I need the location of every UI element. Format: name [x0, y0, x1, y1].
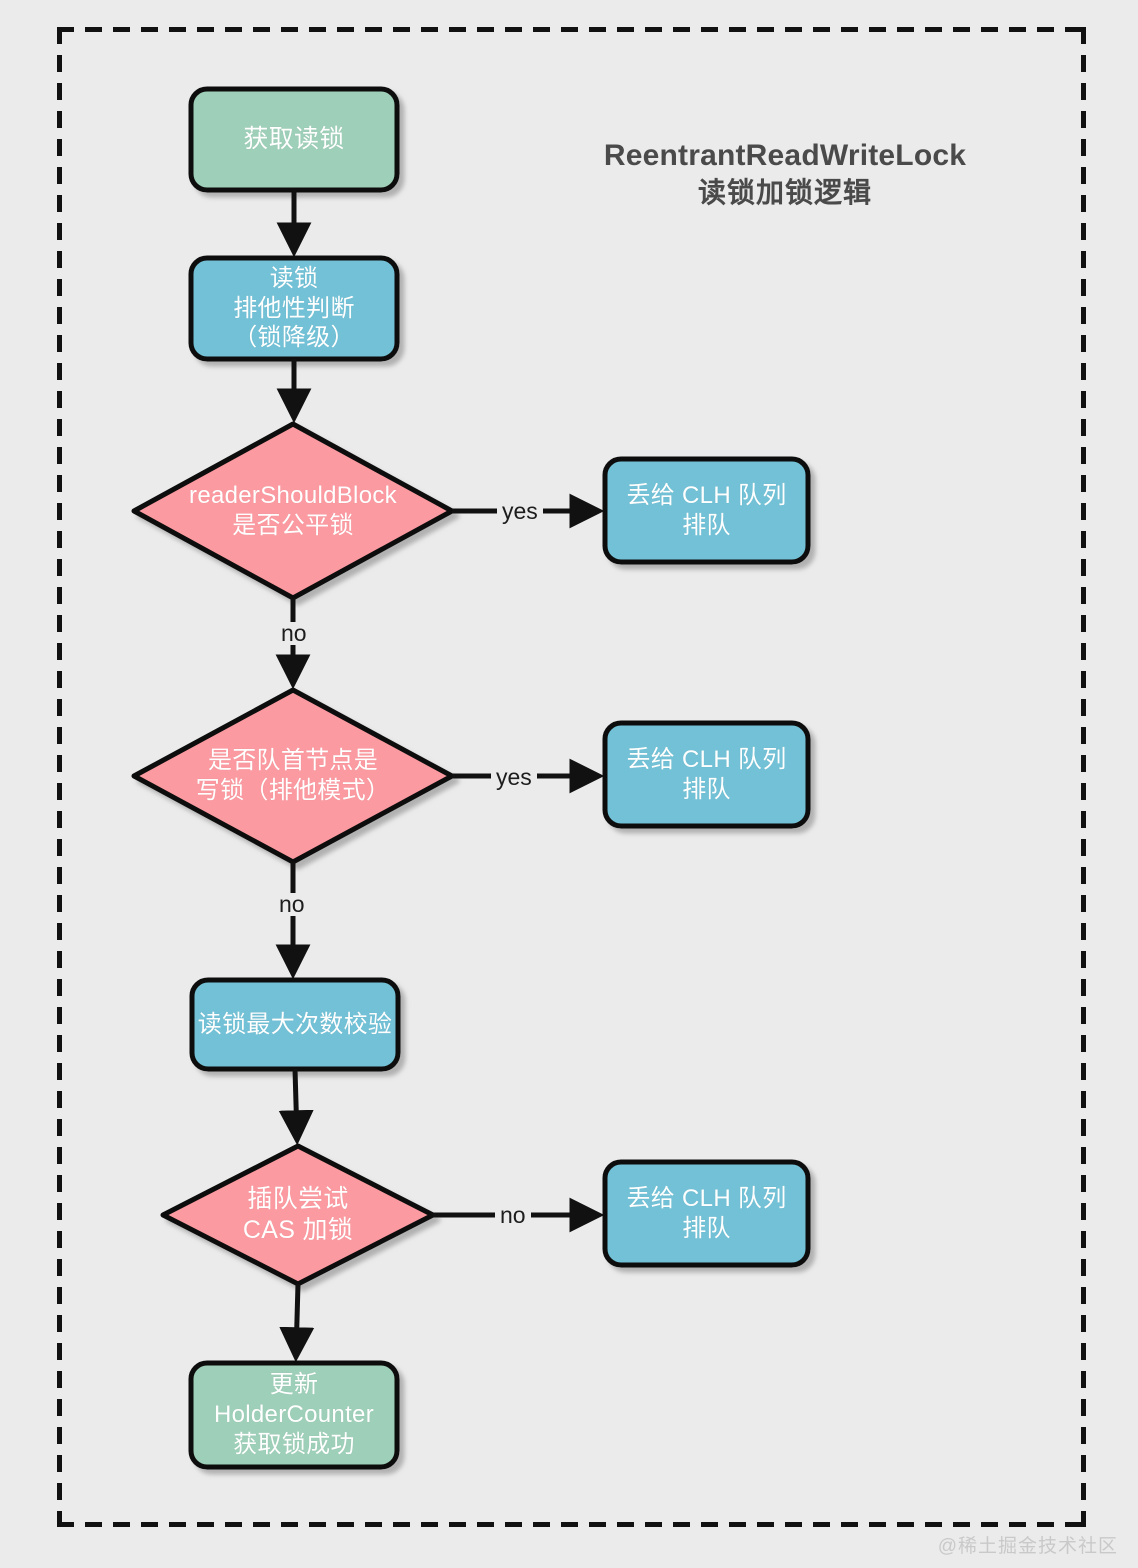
node-success: [188, 1360, 400, 1470]
edge-cas-to-success: [279, 1283, 315, 1363]
edge-maxcount-to-cas: [278, 1068, 314, 1146]
watermark: @稀土掘金技术社区: [937, 1536, 1118, 1557]
node-cas-attempt: [160, 1143, 436, 1287]
node-head-is-write-lock: [131, 687, 455, 865]
edge-label-cas-no: no: [495, 1204, 531, 1227]
diagram-title: ReentrantReadWriteLock 读锁加锁逻辑: [578, 136, 992, 211]
node-start: [188, 86, 400, 193]
node-max-count-check: [189, 977, 401, 1072]
node-clh-queue-3: [602, 1159, 811, 1268]
edge-label-headwrite-yes: yes: [491, 766, 537, 789]
node-clh-queue-2: [602, 720, 811, 829]
node-exclusive-check: [188, 255, 400, 362]
edge-label-shouldblock-yes: yes: [497, 500, 543, 523]
node-reader-should-block: [131, 421, 455, 601]
edge-label-shouldblock-no: no: [276, 622, 312, 645]
node-clh-queue-1: [602, 456, 811, 565]
title-line-cn: 读锁加锁逻辑: [697, 177, 872, 208]
edge-label-headwrite-no: no: [274, 893, 310, 916]
title-line-en: ReentrantReadWriteLock: [603, 139, 967, 172]
